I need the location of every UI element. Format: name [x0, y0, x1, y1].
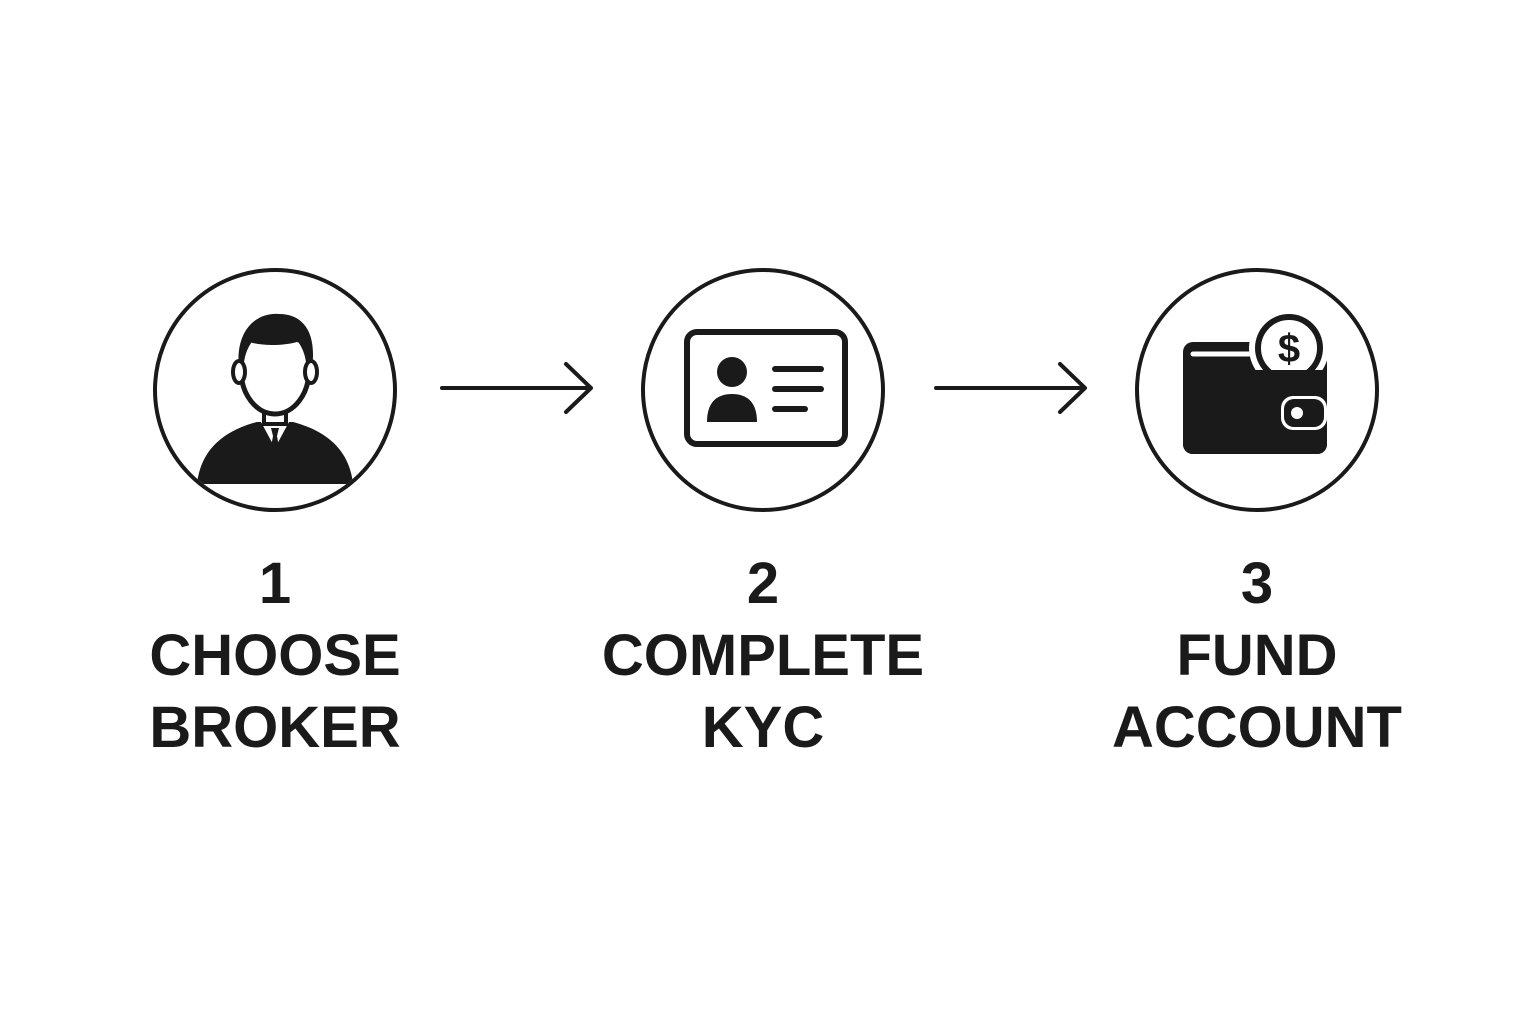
step-title-line1: CHOOSE — [149, 623, 401, 688]
step-title-line1: FUND — [1176, 623, 1338, 688]
step-2-circle — [641, 268, 885, 512]
svg-text:$: $ — [1278, 327, 1300, 371]
step-title-line2: KYC — [701, 695, 825, 760]
step-3-circle: $ — [1135, 268, 1379, 512]
wallet-dollar-icon: $ — [1183, 308, 1329, 454]
step-3-label: 3 FUND ACCOUNT — [1077, 548, 1437, 764]
id-card-icon — [684, 329, 848, 447]
step-number: 3 — [1240, 551, 1274, 616]
step-title-line2: BROKER — [149, 695, 401, 760]
step-number: 1 — [258, 551, 292, 616]
step-2-label: 2 COMPLETE KYC — [583, 548, 943, 764]
step-1-label: 1 CHOOSE BROKER — [95, 548, 455, 764]
step-title-line1: COMPLETE — [601, 623, 925, 688]
broker-person-icon — [197, 313, 353, 484]
arrow-right-icon — [440, 362, 593, 414]
step-1-circle — [153, 268, 397, 512]
step-number: 2 — [746, 551, 780, 616]
step-title-line2: ACCOUNT — [1112, 695, 1402, 760]
arrow-right-icon — [934, 362, 1087, 414]
